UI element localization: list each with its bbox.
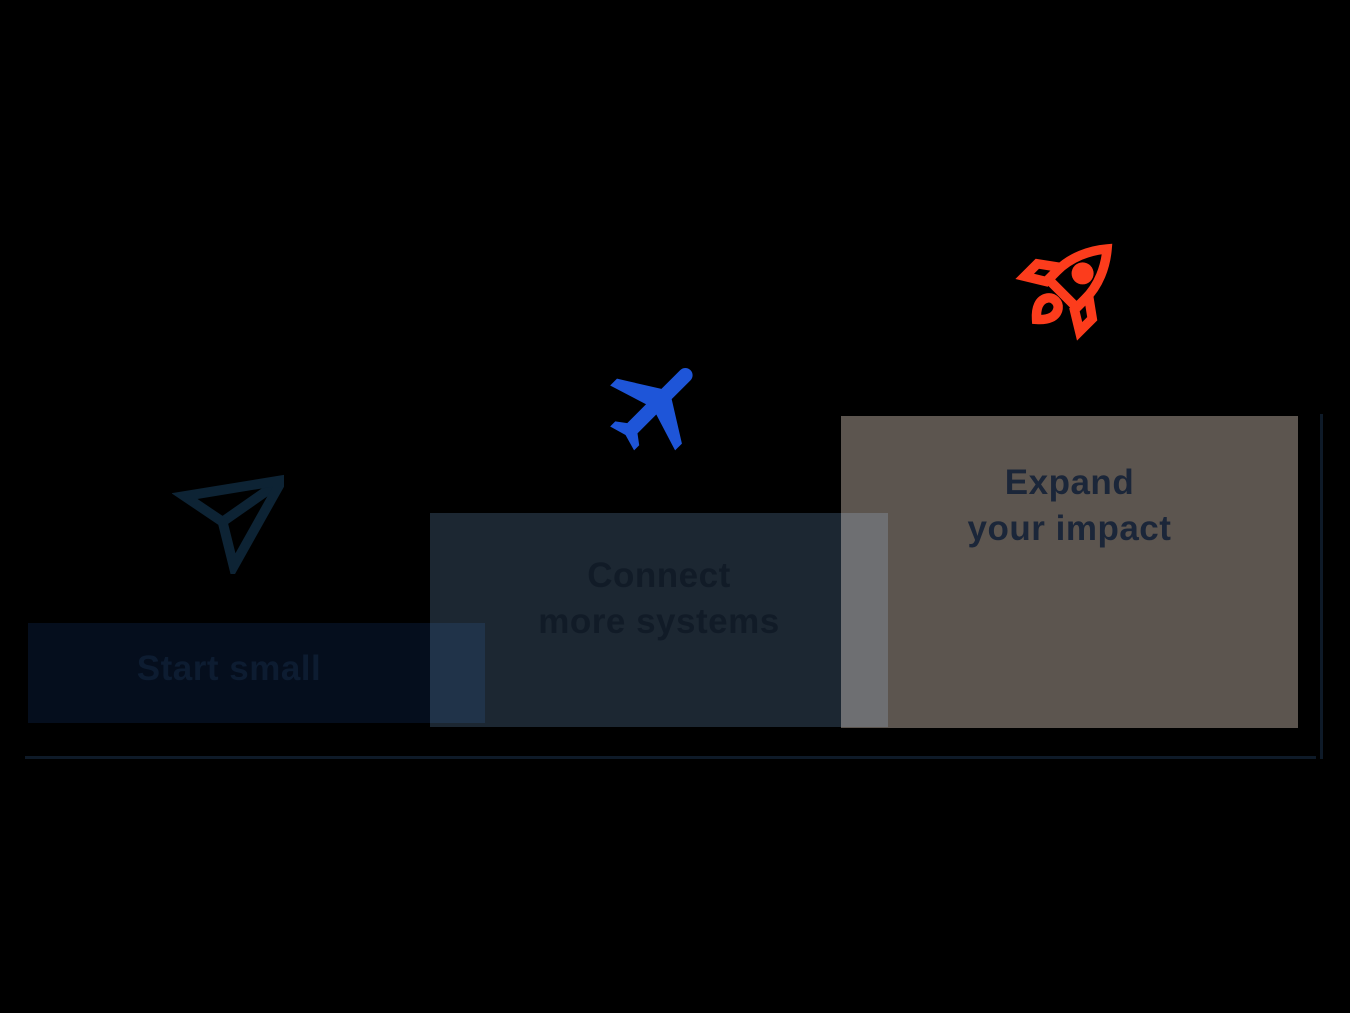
paper-plane-icon xyxy=(172,473,284,574)
step-label-connect-more-systems: Connect more systems xyxy=(538,556,780,641)
step-label-start-small: Start small xyxy=(136,649,322,688)
airplane-icon xyxy=(610,367,693,451)
step-expand-your-impact: Expand your impact xyxy=(841,416,1298,728)
baseline-line xyxy=(25,756,1316,759)
rocket-icon xyxy=(1015,243,1113,341)
step-label-expand-your-impact: Expand your impact xyxy=(967,463,1172,548)
step-connect-more-systems: Connect more systems xyxy=(430,513,888,727)
step-start-small: Start small xyxy=(28,623,485,723)
right-edge-line xyxy=(1320,414,1323,759)
